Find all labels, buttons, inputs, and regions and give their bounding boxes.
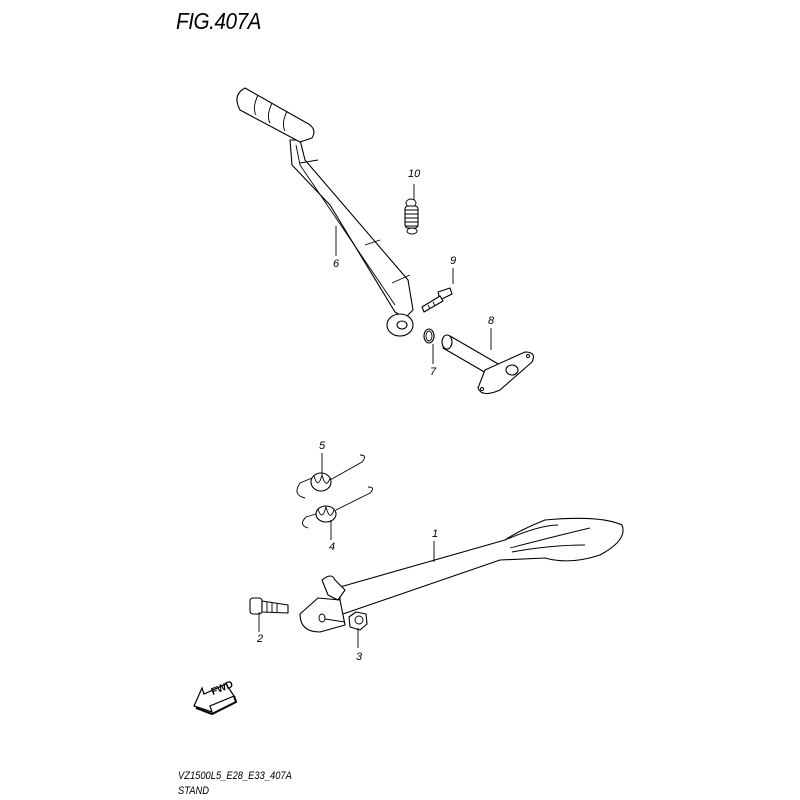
part-9-bolt[interactable] xyxy=(421,287,453,313)
part-8-shaft[interactable] xyxy=(441,334,534,395)
callout-5: 5 xyxy=(319,440,326,452)
callout-1: 1 xyxy=(432,528,439,540)
part-6-shift-lever[interactable] xyxy=(236,87,414,337)
leader-lines xyxy=(258,184,492,648)
callout-10: 10 xyxy=(408,168,421,180)
callout-3: 3 xyxy=(356,651,363,663)
part-2-bolt[interactable] xyxy=(249,597,289,615)
fwd-arrow-icon xyxy=(193,683,238,716)
callout-6: 6 xyxy=(333,258,340,270)
callout-4: 4 xyxy=(329,541,336,553)
callout-8: 8 xyxy=(488,315,495,327)
part-10-spring[interactable] xyxy=(404,198,419,235)
part-1-side-stand[interactable] xyxy=(299,517,624,633)
part-3-nut[interactable] xyxy=(348,611,368,631)
part-5-spring[interactable] xyxy=(296,454,365,499)
callout-9: 9 xyxy=(450,255,457,267)
section-name: STAND xyxy=(178,785,209,797)
callout-7: 7 xyxy=(430,366,437,378)
part-7-washer[interactable] xyxy=(423,328,435,344)
callout-2: 2 xyxy=(257,633,264,645)
part-4-spring[interactable] xyxy=(302,486,373,529)
diagram-code: VZ1500L5_E28_E33_407A xyxy=(178,770,292,782)
figure-title: FIG.407A xyxy=(176,8,261,34)
